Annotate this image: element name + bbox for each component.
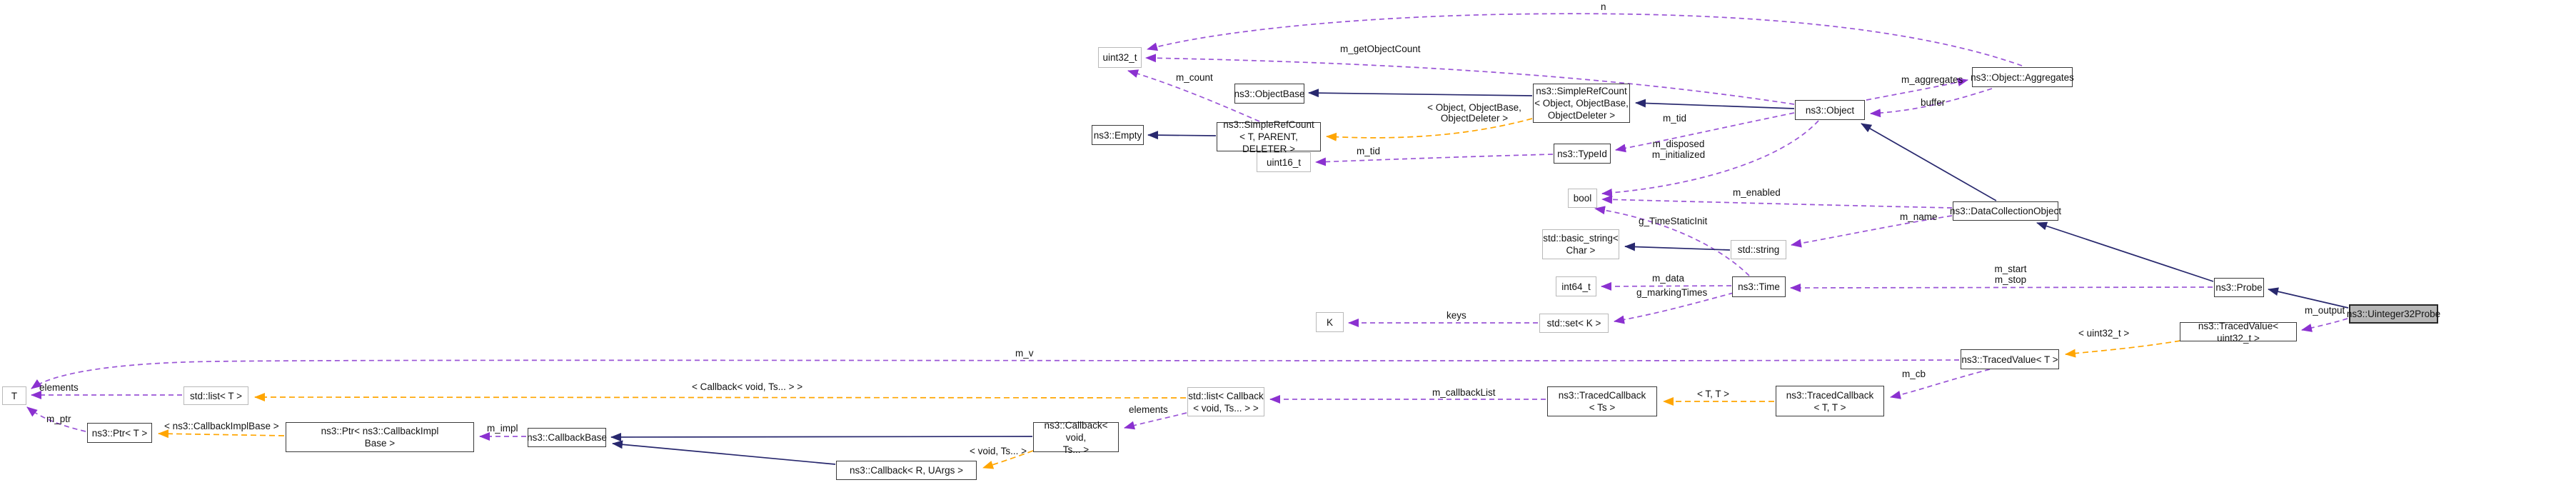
edge-tpl-tracedvalue-uint32 [2065, 340, 2181, 358]
node-ns3-simplerefcount-t[interactable]: ns3::SimpleRefCount < T, PARENT, DELETER… [1217, 119, 1321, 154]
edge-usage-m-cb [1890, 369, 1991, 399]
edge-inh-callbackr-callbackbase [612, 440, 836, 465]
node-int64-t[interactable]: int64_t [1556, 276, 1596, 296]
node-ns3-object-aggregates[interactable]: ns3::Object::Aggregates [1971, 67, 2074, 87]
edge-tpl-ptr-callbackimplbase [158, 429, 285, 439]
node-std-string[interactable]: std::string [1731, 240, 1786, 259]
node-ns3-ptr-callbackimplbase[interactable]: ns3::Ptr< ns3::CallbackImpl Base > [286, 422, 474, 452]
node-ns3-time[interactable]: ns3::Time [1732, 276, 1786, 297]
edge-inh-probe-dco [2036, 221, 2214, 282]
edge-inh-simplerefcount-empty [1147, 131, 1217, 140]
edge-usage-getobjectcount [1145, 54, 1795, 105]
edge-inh-object-simplerefcount [1635, 99, 1795, 109]
edge-usage-m-ptr [26, 406, 86, 432]
edge-usage-elements-cb [1124, 412, 1187, 430]
edge-tpl-simplerefcount [1326, 118, 1533, 141]
node-ns3-typeid[interactable]: ns3::TypeId [1554, 144, 1611, 164]
edge-usage-m-name [1791, 215, 1953, 248]
node-std-basic-string[interactable]: std::basic_string< Char > [1542, 229, 1619, 259]
node-ns3-datacollectionobject[interactable]: ns3::DataCollectionObject [1950, 201, 2061, 221]
node-ns3-empty[interactable]: ns3::Empty [1092, 125, 1144, 145]
edge-inh-string-basicstring [1624, 242, 1731, 251]
edge-tpl-std-list-callback [254, 393, 1187, 402]
edge-usage-m-output [2301, 318, 2348, 332]
node-ns3-object[interactable]: ns3::Object [1795, 100, 1865, 120]
node-std-set-k[interactable]: std::set< K > [1539, 314, 1609, 333]
node-ns3-callback-r-uargs[interactable]: ns3::Callback< R, UArgs > [836, 461, 977, 480]
edge-usage-buffer [1870, 88, 1993, 118]
edge-usage-m-tid-object [1615, 112, 1795, 153]
edge-usage-n [1147, 13, 2023, 66]
node-std-list-callback[interactable]: std::list< Callback < void, Ts... > > [1187, 387, 1264, 416]
node-uint32-t[interactable]: uint32_t [1098, 47, 1142, 68]
node-ns3-callbackbase[interactable]: ns3::CallbackBase [527, 428, 607, 447]
edge-usage-g-timestaticinit [1594, 206, 1750, 276]
edge-tpl-callback-void-ts [982, 450, 1034, 469]
node-ns3-callback-void[interactable]: ns3::Callback< void, Ts... > [1033, 420, 1119, 455]
node-ns3-probe[interactable]: ns3::Probe [2214, 278, 2264, 297]
edge-usage-m-count [1127, 69, 1260, 122]
edge-inh-uinteger32probe-probe [2268, 287, 2349, 309]
edge-usage-m-start-stop [1790, 283, 2213, 292]
node-ns3-tracedcallback-tt[interactable]: ns3::TracedCallback < T, T > [1776, 386, 1884, 416]
node-ns3-uinteger32probe[interactable]: ns3::Uinteger32Probe [2347, 304, 2440, 324]
node-uint16-t[interactable]: uint16_t [1257, 152, 1311, 172]
node-k[interactable]: K [1316, 312, 1344, 332]
edge-inh-simplerefcount-objectbase [1308, 89, 1533, 98]
edge-usage-m-aggregates [1866, 78, 1968, 101]
edge-inh-dco-object [1861, 123, 1997, 201]
edge-usage-g-markingtimes [1614, 292, 1734, 324]
node-ns3-ptr-t[interactable]: ns3::Ptr< T > [87, 423, 152, 443]
edge-usage-m-v [31, 359, 1960, 389]
node-bool[interactable]: bool [1568, 189, 1597, 208]
node-ns3-tracedvalue-t[interactable]: ns3::TracedValue< T > [1961, 349, 2059, 369]
node-ns3-tracedcallback-ts[interactable]: ns3::TracedCallback < Ts > [1547, 386, 1657, 416]
edge-usage-m-disposed [1601, 120, 1819, 197]
node-std-list-t[interactable]: std::list< T > [183, 386, 248, 405]
edge-usage-m-enabled [1601, 195, 1953, 209]
edge-inh-callbackvoid-callbackbase [610, 432, 1033, 441]
node-t[interactable]: T [2, 386, 26, 405]
node-ns3-objectbase[interactable]: ns3::ObjectBase [1234, 84, 1305, 104]
edge-usage-m-tid-typeid [1315, 154, 1554, 166]
node-ns3-simplerefcount-object[interactable]: ns3::SimpleRefCount < Object, ObjectBase… [1533, 84, 1630, 123]
node-ns3-tracedvalue-uint32[interactable]: ns3::TracedValue< uint32_t > [2180, 321, 2297, 344]
